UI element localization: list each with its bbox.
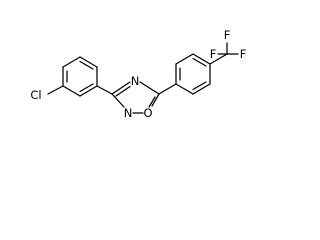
aryl-c3-bond <box>96 85 113 95</box>
c5-aryl-bond <box>158 83 177 95</box>
atom-f-left: F <box>210 47 217 61</box>
c-cl-bond <box>47 85 64 95</box>
aryl-cf3-bond <box>209 53 228 65</box>
atom-n-top: N <box>131 74 140 88</box>
chlorophenyl-ring <box>62 56 98 97</box>
trifluoromethylphenyl-ring <box>175 53 211 95</box>
atom-n-bottom: N <box>124 106 133 120</box>
atom-f-right: F <box>240 47 247 61</box>
oxadiazole-ring <box>111 81 160 114</box>
structure-diagram: Cl N N O F F F <box>30 28 247 120</box>
atom-o: O <box>143 106 152 120</box>
molecule-drawing: Cl N N O F F F <box>30 28 247 120</box>
trifluoromethyl-group <box>217 42 239 55</box>
atom-cl: Cl <box>30 88 41 102</box>
atom-f-top: F <box>224 28 231 42</box>
